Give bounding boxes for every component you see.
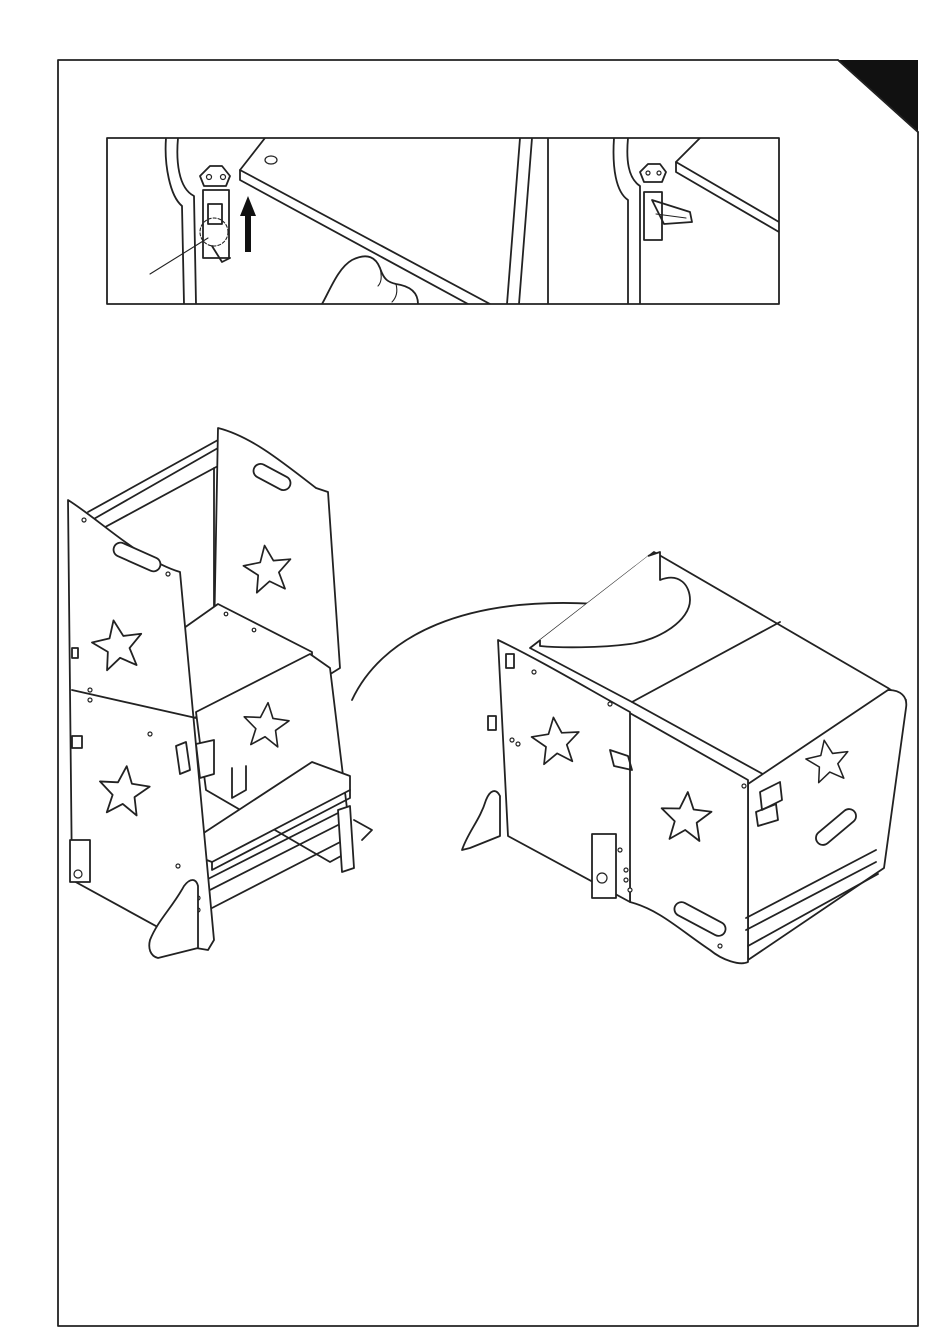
learning-tower-drawing [68, 428, 372, 958]
up-arrow-icon [240, 196, 256, 252]
converted-table-drawing [462, 552, 906, 963]
latch-detail-inset [107, 138, 779, 304]
